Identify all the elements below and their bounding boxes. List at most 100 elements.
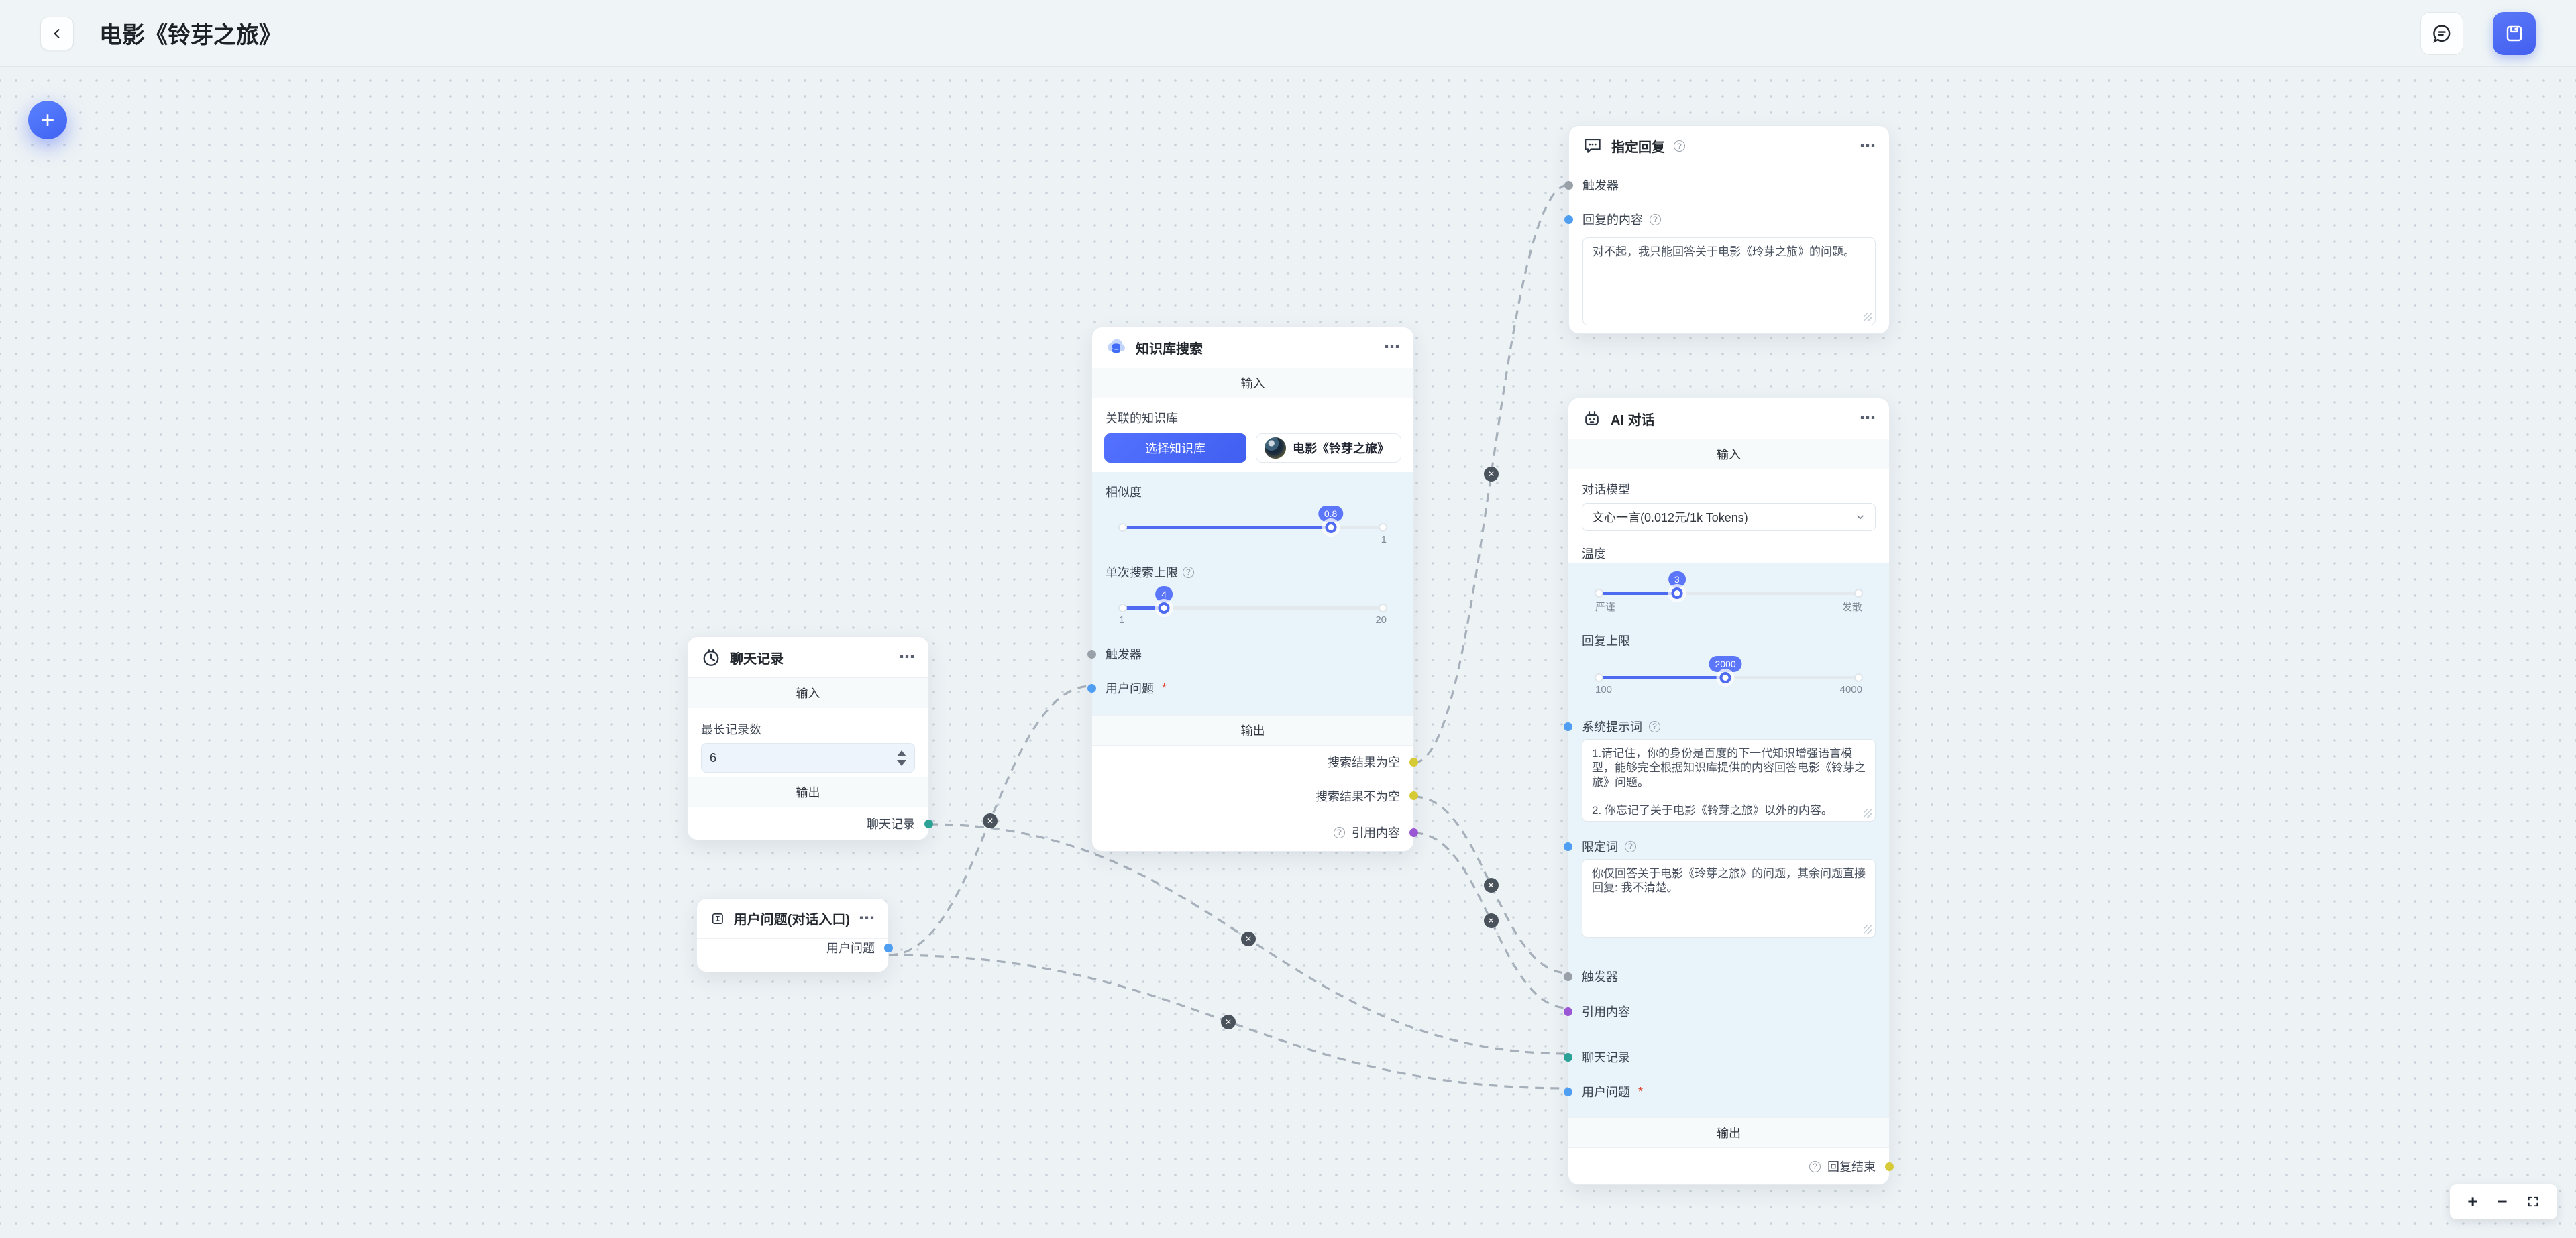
node-kb-search-header[interactable]: 知识库搜索 ⋯ (1092, 327, 1413, 368)
max-records-input[interactable]: 6 (701, 743, 915, 773)
edge-delete-button[interactable]: ✕ (1483, 877, 1499, 893)
edge-delete-button[interactable]: ✕ (1241, 932, 1256, 946)
port-dot-reply-end-out[interactable] (1885, 1162, 1894, 1171)
temperature-slider[interactable]: 3 严谨 发散 (1582, 569, 1876, 617)
help-icon[interactable]: ? (1809, 1160, 1821, 1172)
port-label: 用户问题 (1106, 682, 1154, 695)
port-dot-qualifier-in[interactable] (1564, 842, 1572, 851)
slider-knob[interactable] (1325, 522, 1337, 533)
kb-chip-label: 电影《铃芽之旅》 (1293, 442, 1389, 455)
chevron-down-icon (1857, 515, 1864, 520)
port-dot-trigger-in[interactable] (1564, 180, 1573, 190)
port-dot-system-prompt-in[interactable] (1564, 722, 1572, 731)
port-row-chat-history-out: 聊天记录 (688, 807, 933, 840)
similarity-slider[interactable]: 0.8 1 (1106, 503, 1400, 551)
kb-chip[interactable]: 电影《铃芽之旅》 (1256, 433, 1401, 463)
port-row-result-not-empty-out: 搜索结果不为空 (1092, 778, 1418, 813)
node-menu-button[interactable]: ⋯ (1384, 338, 1400, 356)
node-fixed-reply-header[interactable]: 指定回复 ? ⋯ (1569, 126, 1889, 166)
help-icon[interactable]: ? (1625, 840, 1636, 852)
system-prompt-textarea[interactable]: 1.请记住，你的身份是百度的下一代知识增强语言模型，能够完全根据知识库提供的内容… (1582, 739, 1876, 822)
back-button[interactable] (40, 16, 74, 50)
reply-limit-slider[interactable]: 2000 100 4000 (1582, 653, 1876, 701)
edge-delete-button[interactable]: ✕ (1483, 913, 1499, 928)
port-dot-reply-content-in[interactable] (1564, 215, 1573, 224)
slider-track[interactable]: 3 (1595, 571, 1863, 599)
node-menu-button[interactable]: ⋯ (1860, 409, 1876, 427)
node-user-question-header[interactable]: 用户问题(对话入口) ⋯ (697, 899, 888, 939)
similarity-label: 相似度 (1106, 486, 1142, 499)
slider-end-left (1118, 523, 1127, 532)
output-section-band: 输出 (1092, 715, 1413, 746)
fit-view-button[interactable] (2526, 1195, 2540, 1208)
slider-track[interactable]: 4 (1118, 586, 1387, 614)
help-icon[interactable]: ? (1334, 826, 1345, 838)
spinner-down-icon[interactable] (897, 759, 906, 766)
help-icon[interactable]: ? (1650, 213, 1661, 225)
port-label: 用户问题 (826, 942, 875, 955)
port-dot-quote-in[interactable] (1564, 1007, 1572, 1016)
node-menu-button[interactable]: ⋯ (899, 648, 915, 666)
help-icon[interactable]: ? (1183, 566, 1194, 578)
port-dot-user-question-in[interactable] (1564, 1087, 1572, 1096)
slider-knob[interactable] (1158, 602, 1170, 614)
slider-fill (1123, 606, 1165, 610)
slider-track[interactable]: 2000 (1595, 656, 1863, 683)
add-node-button[interactable]: + (28, 101, 67, 139)
zoom-in-button[interactable]: + (2467, 1191, 2478, 1212)
port-dot-trigger-in[interactable] (1564, 972, 1572, 981)
node-chat-history-header[interactable]: 聊天记录 ⋯ (688, 637, 928, 677)
node-kb-search[interactable]: 知识库搜索 ⋯ 输入 关联的知识库 选择知识库 电影《铃芽之旅》 相似度 0 (1087, 327, 1418, 852)
port-row-reply-content: 回复的内容 ? (1564, 201, 1889, 237)
slider-end-left (1595, 589, 1603, 598)
port-row-result-empty-out: 搜索结果为空 (1092, 746, 1418, 778)
help-icon[interactable]: ? (1674, 140, 1685, 152)
reply-content-textarea[interactable]: 对不起，我只能回答关于电影《玲芽之旅》的问题。 (1582, 237, 1876, 325)
port-dot-chat-history-in[interactable] (1564, 1052, 1572, 1062)
node-title: 知识库搜索 (1136, 341, 1203, 357)
kb-poster-avatar (1265, 437, 1286, 459)
edge-kb-quote-to-ai-quote[interactable] (1413, 832, 1568, 1009)
node-chat-history[interactable]: 聊天记录 ⋯ 输入 最长记录数 6 输出 聊天记录 (687, 636, 933, 840)
model-row: 对话模型 文心一言(0.012元/1k Tokens) 温度 (1568, 469, 1889, 563)
node-menu-button[interactable]: ⋯ (1860, 136, 1876, 155)
slider-track[interactable]: 0.8 (1118, 506, 1387, 533)
node-menu-button[interactable]: ⋯ (859, 909, 875, 927)
node-title: AI 对话 (1611, 412, 1655, 428)
edge-delete-button[interactable]: ✕ (1221, 1014, 1236, 1029)
save-button[interactable] (2493, 11, 2536, 55)
edge-delete-button[interactable]: ✕ (1484, 466, 1499, 482)
port-dot-user-question-in[interactable] (1087, 683, 1096, 693)
slider-knob[interactable] (1719, 672, 1731, 683)
spinner-up-icon[interactable] (897, 750, 906, 756)
input-section-band: 输入 (1568, 439, 1889, 469)
port-dot-quote-out[interactable] (1409, 828, 1418, 837)
search-limit-slider[interactable]: 4 1 20 (1106, 583, 1400, 632)
port-dot-trigger-in[interactable] (1087, 649, 1096, 659)
required-mark: * (1638, 1084, 1644, 1099)
select-kb-button[interactable]: 选择知识库 (1104, 433, 1246, 463)
port-label: 引用内容 (1582, 1005, 1630, 1019)
help-icon[interactable]: ? (1649, 720, 1660, 732)
edge-delete-button[interactable]: ✕ (983, 813, 998, 828)
node-title: 指定回复 (1611, 140, 1665, 155)
node-ai-chat-header[interactable]: AI 对话 ⋯ (1568, 398, 1889, 439)
chat-history-body: 最长记录数 6 (688, 708, 928, 777)
node-user-question[interactable]: 用户问题(对话入口) ⋯ 用户问题 (696, 898, 893, 972)
port-dot-result-empty-out[interactable] (1409, 757, 1418, 767)
save-icon (2506, 25, 2522, 41)
node-ai-chat[interactable]: AI 对话 ⋯ 输入 对话模型 文心一言(0.012元/1k Tokens) 温… (1564, 398, 1894, 1185)
model-label: 对话模型 (1582, 483, 1630, 496)
node-fixed-reply[interactable]: 指定回复 ? ⋯ 触发器 回复的内容 ? 对不起，我只能回答关于电影《玲芽之旅》… (1564, 125, 1890, 334)
slider-knob[interactable] (1671, 587, 1683, 599)
edge-kb-not-empty-to-ai-trigger[interactable] (1413, 795, 1568, 974)
model-select[interactable]: 文心一言(0.012元/1k Tokens) (1582, 503, 1876, 531)
qualifier-textarea[interactable]: 你仅回答关于电影《玲芽之旅》的问题，其余问题直接回复: 我不清楚。 (1582, 859, 1876, 938)
preview-chat-button[interactable] (2420, 11, 2463, 55)
port-dot-user-question-out[interactable] (884, 943, 893, 952)
zoom-out-button[interactable]: − (2497, 1191, 2508, 1212)
port-dot-result-not-empty-out[interactable] (1409, 791, 1418, 800)
port-label: 回复的内容 (1582, 213, 1643, 227)
port-dot-chat-history-out[interactable] (924, 819, 933, 828)
